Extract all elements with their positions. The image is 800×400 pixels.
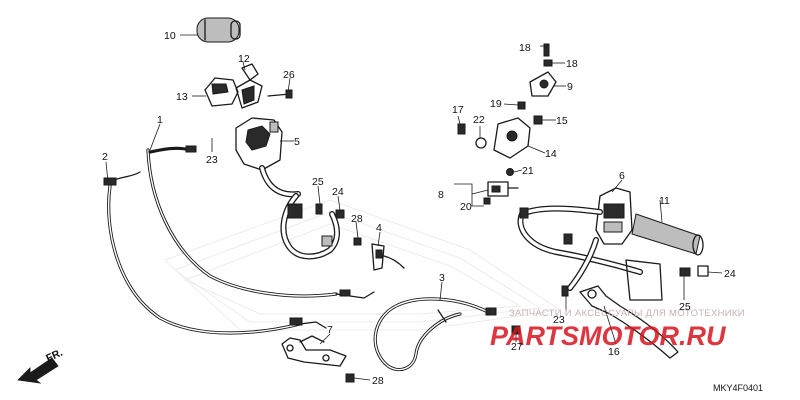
callout-17: 17	[452, 104, 464, 116]
watermark-caption: ЗАПЧАСТИ И АКСЕССУАРЫ ДЛЯ МОТОТЕХНИКИ	[509, 308, 745, 319]
part-lever-bracket[interactable]	[457, 101, 543, 176]
callout-26: 26	[283, 69, 295, 81]
callout-23-left: 23	[206, 154, 218, 166]
leader-lines	[105, 34, 723, 381]
callout-15: 15	[556, 115, 568, 127]
callout-27: 27	[511, 341, 523, 353]
callout-6: 6	[619, 170, 625, 182]
callout-18-second: 18	[566, 58, 578, 70]
part-stop-switch[interactable]	[483, 181, 519, 205]
callout-19: 19	[490, 98, 502, 110]
part-left-harness[interactable]	[280, 193, 405, 271]
callout-20: 20	[460, 201, 472, 213]
callout-21: 21	[522, 165, 534, 177]
callout-22: 22	[473, 114, 485, 126]
part-bolt-28-bottom[interactable]	[345, 373, 355, 383]
part-clutch-lever[interactable]	[511, 285, 679, 359]
callout-24-right: 24	[724, 268, 736, 280]
callout-7: 7	[327, 324, 333, 336]
part-second-cable[interactable]	[103, 171, 327, 335]
callout-28-left: 28	[351, 213, 363, 225]
part-clutch-cable[interactable]	[373, 297, 497, 372]
callout-11: 11	[659, 195, 670, 207]
callout-labels: 10 12 26 13 1 5 23 2 25 24 28 4 7 28 3 1…	[102, 30, 736, 387]
callout-9: 9	[567, 81, 573, 93]
callout-13: 13	[176, 91, 188, 103]
part-throttle-cable[interactable]	[146, 145, 375, 299]
callout-16: 16	[608, 346, 620, 358]
watermark-brand: PARTSMOTOR.RU	[490, 321, 727, 351]
part-right-harness[interactable]	[517, 205, 709, 301]
part-screw-26[interactable]	[267, 89, 293, 99]
part-throttle-grip[interactable]	[196, 17, 241, 43]
callout-2: 2	[102, 151, 108, 163]
diagram-code: MKY4F0401	[713, 383, 763, 393]
callout-18-top: 18	[519, 42, 531, 54]
callout-25-right: 25	[679, 301, 691, 313]
callout-14: 14	[545, 148, 557, 160]
part-throttle-housing[interactable]	[204, 63, 263, 109]
part-holder-clamp[interactable]	[529, 43, 557, 97]
callout-23-right: 23	[553, 314, 565, 326]
callout-25-left: 25	[312, 176, 324, 188]
part-right-switch[interactable]	[595, 187, 633, 245]
callout-5: 5	[294, 136, 300, 148]
front-direction-arrow: FR.	[17, 347, 65, 384]
callout-10: 10	[164, 30, 176, 42]
part-left-switch[interactable]	[235, 117, 301, 198]
arrow-icon	[17, 357, 59, 384]
callout-12: 12	[238, 53, 250, 65]
callout-3: 3	[439, 272, 445, 284]
front-direction-label: FR.	[44, 347, 64, 365]
part-cable-bracket[interactable]	[281, 335, 347, 367]
callout-28-bottom: 28	[372, 375, 384, 387]
watermark: ЗАПЧАСТИ И АКСЕССУАРЫ ДЛЯ МОТОТЕХНИКИ PA…	[490, 308, 745, 351]
callout-24-left: 24	[332, 186, 344, 198]
callout-4: 4	[376, 222, 382, 234]
part-right-grip[interactable]	[631, 213, 704, 256]
callout-8: 8	[438, 189, 444, 201]
callout-1: 1	[157, 114, 163, 126]
